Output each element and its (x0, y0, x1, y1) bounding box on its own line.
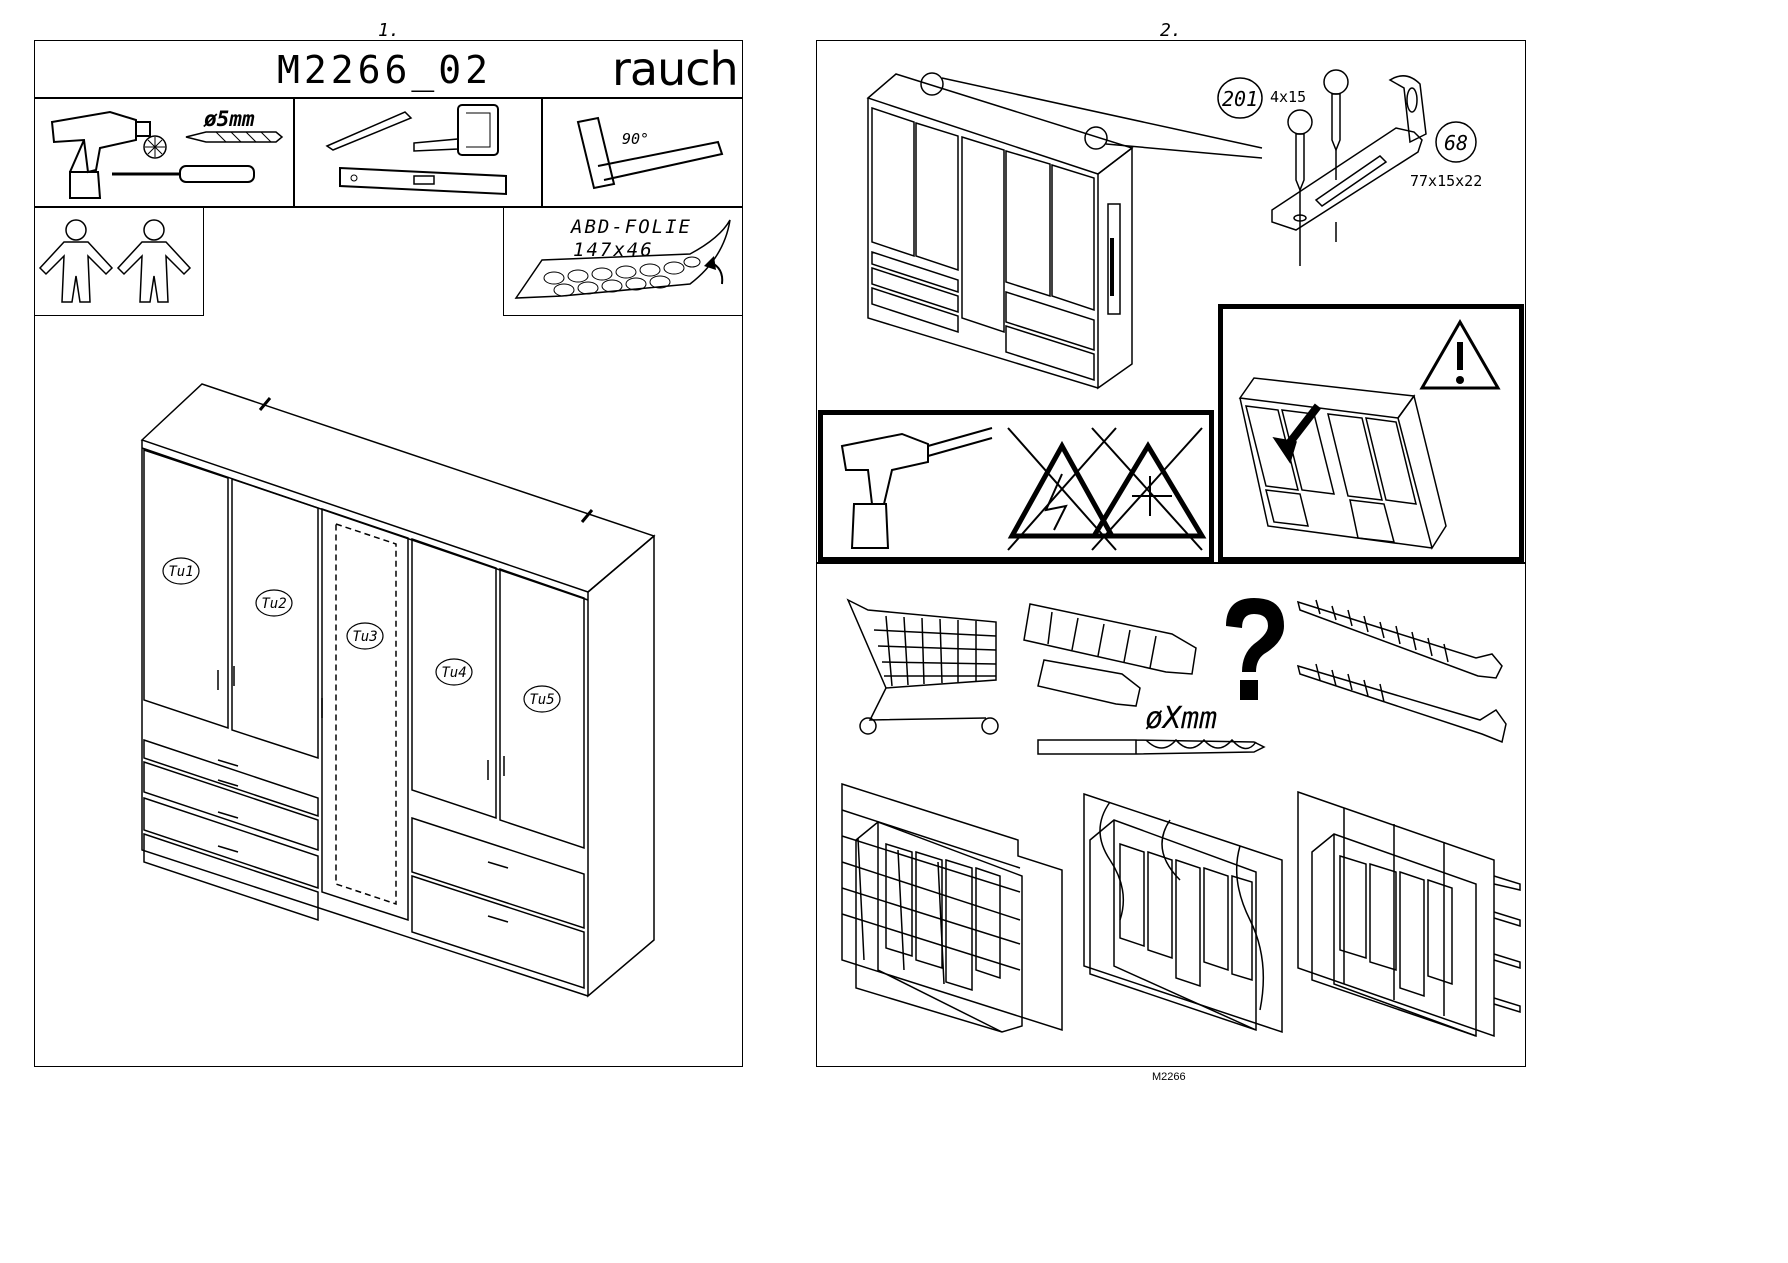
wood-wall-drawing (1083, 792, 1283, 1034)
part-201-id: 201 (1222, 87, 1258, 111)
part-68-size: 77x15x22 (1410, 172, 1483, 190)
part-68-id: 68 (1444, 131, 1468, 155)
door-label-tu1: Tu1 (168, 564, 193, 580)
foil-size: 147x46 (573, 239, 654, 261)
drill-bit-icon-large (1037, 738, 1266, 755)
part-68-badge: 68 (1435, 121, 1477, 163)
try-square-icon (576, 116, 724, 190)
brick-wall-drawing (841, 782, 1063, 1033)
page-footer: M2266 (1152, 1071, 1186, 1083)
door-label-tu5: Tu5 (529, 692, 554, 708)
anti-tip-foil-icon (514, 219, 731, 299)
page-2-frame (816, 40, 1526, 1067)
header-divider (34, 97, 743, 99)
brand-logo: rauch (612, 42, 739, 96)
no-cables-pipes-icons (840, 427, 1207, 551)
part-201-badge: 201 4x15 (1217, 77, 1306, 119)
model-number: M2266_02 (277, 48, 493, 92)
door-label-tu2: Tu2 (261, 596, 286, 612)
spirit-level-icon (339, 166, 507, 196)
door-label-tu3: Tu3 (352, 629, 377, 645)
shopping-cart-icon (846, 598, 999, 735)
tipping-wardrobe-drawing (1238, 377, 1447, 550)
square-angle-label: 90° (622, 130, 650, 148)
part-201-size: 4x15 (1270, 88, 1306, 106)
phillips-bit-icon (143, 135, 167, 159)
drill-bit-icon (185, 131, 284, 143)
foil-cell (503, 206, 743, 316)
page-number-2: 2. (1160, 20, 1182, 41)
drill-size-label: øXmm (1145, 701, 1218, 736)
tools-divider (34, 206, 743, 208)
pencil-icon (325, 111, 413, 151)
wall-plug-icon (1023, 603, 1197, 707)
drill-bit-label: ø5mm (204, 107, 255, 131)
bracket-screw-icon (1271, 69, 1427, 266)
foil-name: ABD-FOLIE (571, 216, 692, 238)
screwdriver-icon (112, 165, 255, 183)
page-number-1: 1. (378, 20, 400, 41)
tape-measure-icon (413, 104, 499, 156)
wardrobe-level-drawing (866, 72, 1263, 390)
page-1-frame (34, 40, 743, 1067)
two-persons-icon (38, 219, 192, 303)
warning-icon (1419, 318, 1501, 390)
drilling-warning-box (818, 410, 1214, 562)
cordless-drill-icon (50, 110, 151, 199)
question-mark-icon (1226, 598, 1284, 700)
screw-icon (1296, 599, 1507, 744)
two-persons-cell (34, 206, 204, 316)
door-labels: Tu1 Tu2 Tu3 Tu4 Tu5 (162, 557, 561, 713)
drywall-drawing (1297, 790, 1521, 1038)
tip-over-warning-box (1218, 304, 1524, 562)
wardrobe-drawing (140, 383, 656, 998)
door-label-tu4: Tu4 (441, 665, 466, 681)
